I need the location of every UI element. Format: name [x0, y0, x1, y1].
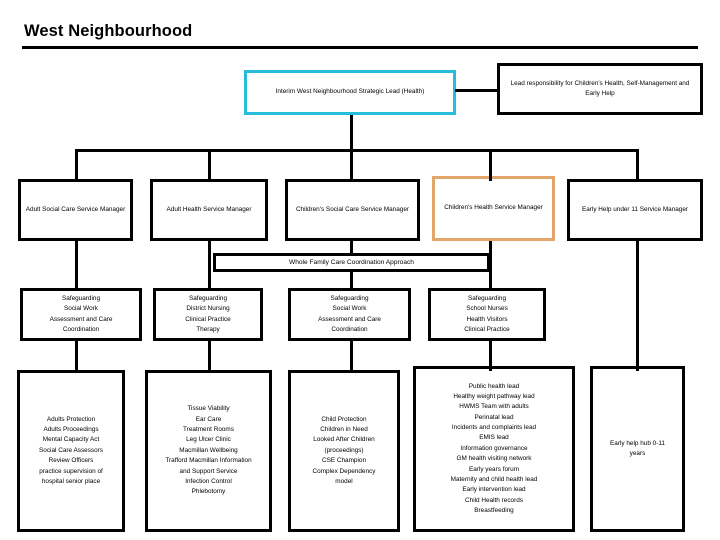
box-detail-2-label: Tissue Viability Ear Care Treatment Room… — [165, 405, 252, 496]
connector-function3-to-detail3 — [350, 341, 353, 371]
box-function-safeguarding-social-work-2[interactable]: Safeguarding Social Work Assessment and … — [288, 288, 411, 341]
box-manager-early-help[interactable]: Early Help under 11 Service Manager — [567, 179, 703, 241]
box-manager-childrens-health[interactable]: Children's Health Service Manager — [432, 176, 555, 241]
box-detail-adults-protection[interactable]: Adults Protection Adults Proceedings Men… — [17, 370, 125, 532]
box-detail-4-label: Public health lead Healthy weight pathwa… — [450, 382, 538, 515]
box-interim-strategic-lead-label: Interim West Neighbourhood Strategic Lea… — [275, 88, 425, 96]
box-lead-responsibility-label: Lead responsibility for Children's Healt… — [510, 79, 690, 97]
box-function-2-label: Safeguarding District Nursing Clinical P… — [185, 294, 231, 333]
connector-mgr5-to-detail5 — [636, 241, 639, 371]
connector-bus-drop-1 — [75, 149, 78, 181]
connector-mgr1-to-function1 — [75, 241, 78, 289]
box-manager-childrens-health-label: Children's Health Service Manager — [444, 204, 543, 212]
box-manager-adult-social-care-label: Adult Social Care Service Manager — [25, 205, 126, 213]
box-manager-adult-health[interactable]: Adult Health Service Manager — [150, 179, 268, 241]
box-detail-public-health-lead[interactable]: Public health lead Healthy weight pathwa… — [413, 366, 575, 532]
box-interim-strategic-lead[interactable]: Interim West Neighbourhood Strategic Lea… — [244, 70, 456, 115]
connector-bus-drop-4 — [489, 149, 492, 181]
band-whole-family-label: Whole Family Care Coordination Approach — [289, 259, 414, 266]
connector-manager-bus — [76, 149, 639, 152]
box-manager-adult-health-label: Adult Health Service Manager — [166, 205, 252, 213]
box-detail-child-protection[interactable]: Child Protection Children in Need Looked… — [288, 370, 400, 532]
box-detail-1-label: Adults Protection Adults Proceedings Men… — [39, 415, 103, 485]
box-manager-childrens-social-care[interactable]: Children's Social Care Service Manager — [285, 179, 420, 241]
connector-bus-drop-5 — [636, 149, 639, 181]
box-detail-tissue-viability[interactable]: Tissue Viability Ear Care Treatment Room… — [145, 370, 272, 532]
connector-bus-drop-2 — [208, 149, 211, 181]
page-title: West Neighbourhood — [24, 22, 193, 40]
connector-lead-down — [350, 115, 353, 152]
box-function-safeguarding-social-work-1[interactable]: Safeguarding Social Work Assessment and … — [20, 288, 142, 341]
connector-function4-to-detail4 — [489, 341, 492, 371]
connector-mgr2-to-function2 — [208, 241, 211, 289]
title-divider — [22, 46, 698, 49]
connector-mgr4-to-function4 — [489, 241, 492, 289]
box-manager-childrens-social-care-label: Children's Social Care Service Manager — [295, 205, 410, 213]
box-function-4-label: Safeguarding School Nurses Health Visito… — [464, 294, 510, 333]
connector-function2-to-detail2 — [208, 341, 211, 371]
connector-lead-to-responsibility — [455, 89, 498, 92]
box-manager-early-help-label: Early Help under 11 Service Manager — [581, 205, 689, 213]
box-detail-5-label: Early help hub 0-11 years — [610, 439, 665, 457]
box-function-safeguarding-school-nurses[interactable]: Safeguarding School Nurses Health Visito… — [428, 288, 546, 341]
box-lead-responsibility[interactable]: Lead responsibility for Children's Healt… — [497, 63, 703, 115]
connector-function1-to-detail1 — [75, 341, 78, 371]
box-detail-3-label: Child Protection Children in Need Looked… — [312, 415, 376, 485]
box-manager-adult-social-care[interactable]: Adult Social Care Service Manager — [18, 179, 133, 241]
box-function-1-label: Safeguarding Social Work Assessment and … — [49, 294, 113, 333]
connector-bus-drop-3 — [350, 149, 353, 181]
band-whole-family-care-coordination[interactable]: Whole Family Care Coordination Approach — [213, 253, 490, 272]
box-detail-early-help-hub[interactable]: Early help hub 0-11 years — [590, 366, 685, 532]
box-function-3-label: Safeguarding Social Work Assessment and … — [318, 294, 381, 333]
box-function-safeguarding-district-nursing[interactable]: Safeguarding District Nursing Clinical P… — [153, 288, 263, 341]
